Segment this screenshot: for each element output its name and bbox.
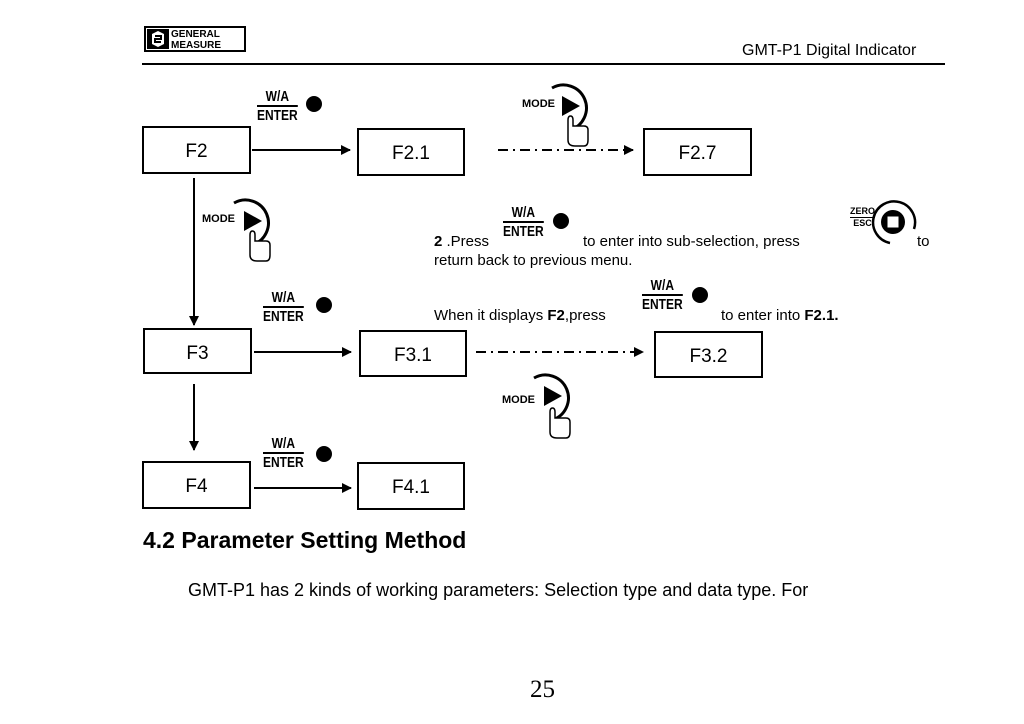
menu-box-f2-7: F2.7 xyxy=(643,128,752,176)
enter-key-dot-icon xyxy=(692,287,708,303)
logo: GENERAL MEASURE xyxy=(144,26,246,52)
mode-key-icon: MODE xyxy=(198,195,282,267)
enter-key-dot-icon xyxy=(306,96,322,112)
instruction-line-1-cont: to enter into sub-selection, press xyxy=(583,233,800,250)
enter-key-dot-icon xyxy=(553,213,569,229)
svg-text:GENERAL: GENERAL xyxy=(171,29,220,40)
menu-box-f3: F3 xyxy=(143,328,252,374)
menu-box-f4: F4 xyxy=(142,461,251,509)
svg-text:MEASURE: MEASURE xyxy=(171,40,221,51)
instruction-line-1-end: to xyxy=(917,233,930,250)
mode-key-icon: MODE xyxy=(498,372,582,444)
enter-key-dot-icon xyxy=(316,446,332,462)
body-paragraph: GMT-P1 has 2 kinds of working parameters… xyxy=(188,580,809,600)
instruction-line-1: 2 .Press xyxy=(434,233,490,250)
logo-mark: GENERAL MEASURE xyxy=(144,26,246,52)
page-number: 25 xyxy=(530,676,555,703)
instruction-line-2: return back to previous menu. xyxy=(434,252,633,269)
document-title: GMT-P1 Digital Indicator xyxy=(742,42,917,59)
enter-key-dot-icon xyxy=(316,297,332,313)
menu-box-f3-2: F3.2 xyxy=(654,331,763,378)
header-rule xyxy=(142,63,945,65)
mode-key-icon: MODE xyxy=(518,76,602,148)
menu-box-f3-1: F3.1 xyxy=(359,330,467,377)
instruction-line-3-end: to enter into F2.1. xyxy=(721,307,839,324)
section-heading: 4.2 Parameter Setting Method xyxy=(143,527,467,553)
menu-box-f2-1: F2.1 xyxy=(357,128,465,176)
menu-box-f4-1: F4.1 xyxy=(357,462,465,510)
instruction-line-3: When it displays F2,press xyxy=(434,307,606,324)
menu-box-f2: F2 xyxy=(142,126,251,174)
